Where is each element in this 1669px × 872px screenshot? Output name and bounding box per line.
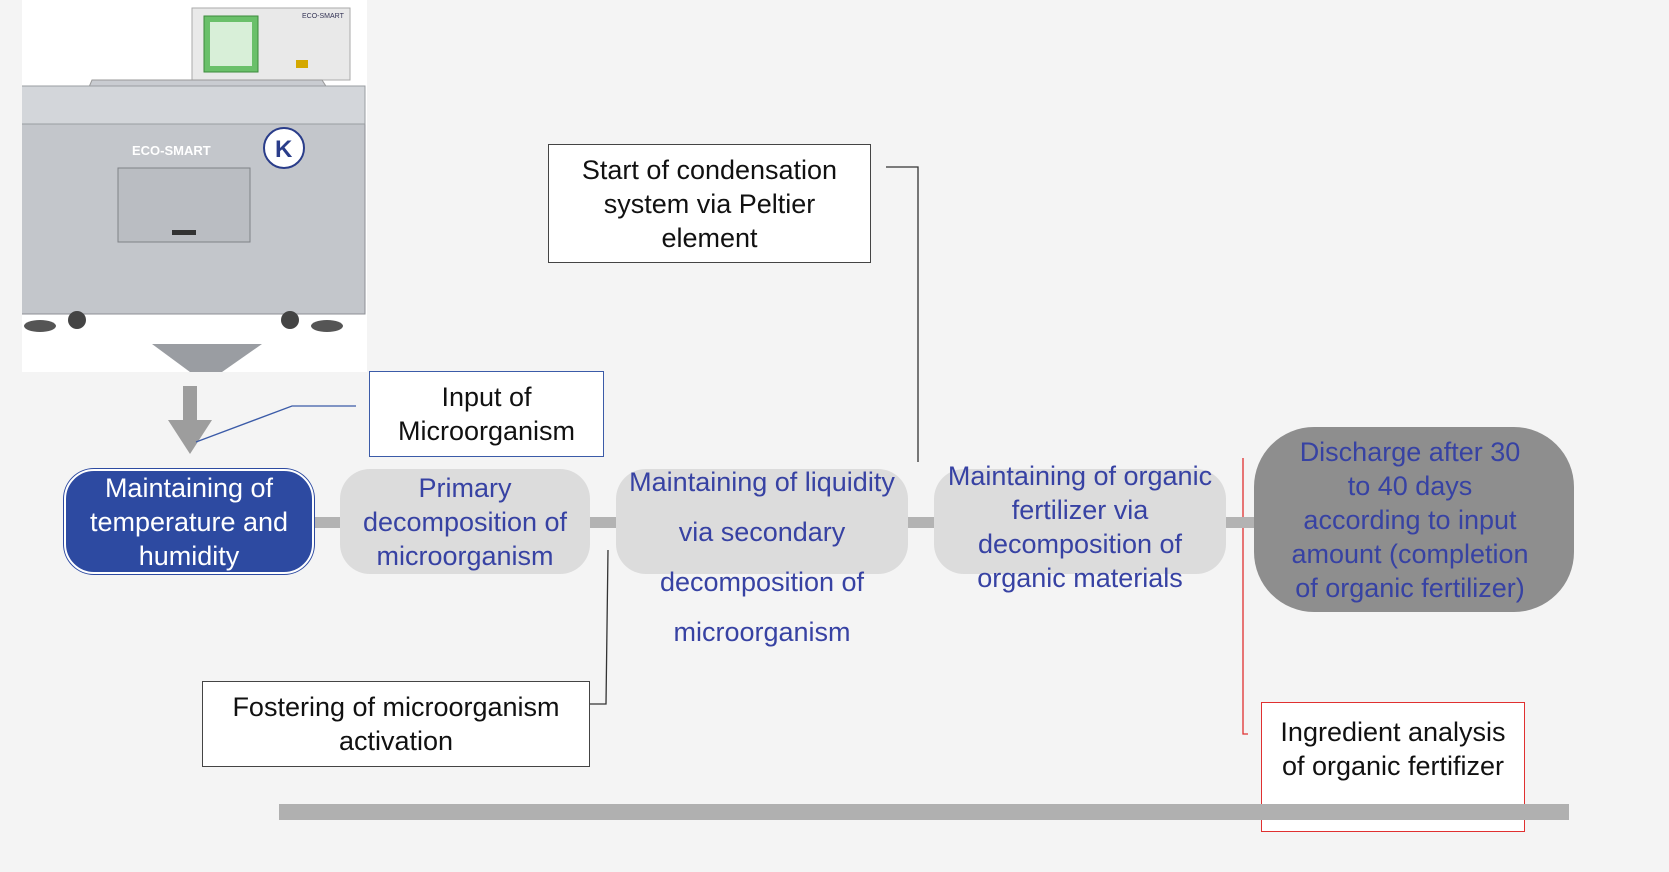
step-organic-fertilizer: Maintaining of organic fertilizer via de… <box>934 461 1226 593</box>
connector-4 <box>1224 517 1256 528</box>
step-label: Maintaining of liquidity via secondary d… <box>629 467 895 647</box>
k-badge-icon <box>263 127 305 169</box>
note-text: Ingredient analysis of organic fertifize… <box>1280 717 1506 781</box>
ingredient-leader-line <box>1242 458 1248 735</box>
input-leader-line <box>195 405 356 443</box>
fostering-leader-line <box>590 549 609 705</box>
panel-brand-label: ECO-SMART <box>302 13 345 20</box>
step-label: Maintaining of organic fertilizer via de… <box>947 461 1213 593</box>
note-condensation: Start of condensation system via Peltier… <box>548 144 871 263</box>
foot-icon <box>24 320 56 332</box>
wheel-icon <box>68 311 86 329</box>
machine-drawing: ECO-SMART ECO-SMART K <box>9 7 366 372</box>
connector-3 <box>905 517 937 528</box>
step-label: Discharge after 30 to 40 days according … <box>1291 436 1529 603</box>
down-arrow-icon <box>168 386 212 454</box>
note-text: Input of Microorganism <box>397 382 576 446</box>
condensation-leader-line <box>886 166 919 462</box>
bottom-divider <box>279 804 1569 820</box>
step-label: Primary decomposition of microorganism <box>362 472 568 571</box>
step-label: Maintaining of temperature and humidity <box>89 472 289 571</box>
note-fostering: Fostering of microorganism activation <box>202 681 590 767</box>
food-waste-machine-illustration: ECO-SMART ECO-SMART K <box>9 0 367 372</box>
connector-2 <box>588 517 618 528</box>
step-secondary-decomposition: Maintaining of liquidity via secondary d… <box>616 467 908 647</box>
note-input-microorganism: Input of Microorganism <box>369 371 604 457</box>
step-primary-decomposition: Primary decomposition of microorganism <box>340 469 590 574</box>
foot-icon <box>311 320 343 332</box>
step-temperature-humidity: Maintaining of temperature and humidity <box>64 469 314 574</box>
note-text: Start of condensation system via Peltier… <box>581 154 838 253</box>
wheel-icon <box>281 311 299 329</box>
step-discharge: Discharge after 30 to 40 days according … <box>1254 427 1574 612</box>
note-text: Fostering of microorganism activation <box>232 692 560 756</box>
k-badge-letter: K <box>275 136 293 163</box>
machine-brand-label: ECO-SMART <box>132 143 211 158</box>
connector-1 <box>312 517 342 528</box>
